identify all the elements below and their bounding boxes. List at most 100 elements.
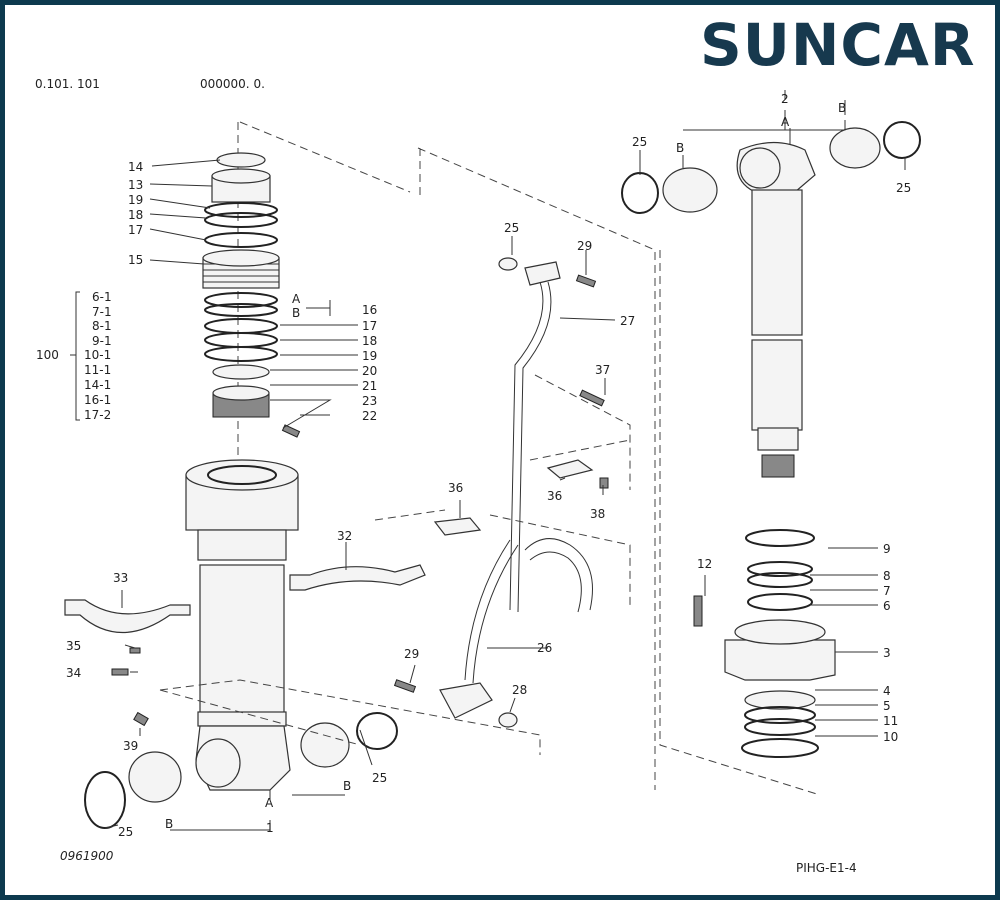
callout-29-lower: 29 bbox=[404, 647, 419, 661]
callout-3: 3 bbox=[883, 646, 891, 660]
kit-item-6: 11-1 bbox=[84, 363, 111, 377]
part-18-ring bbox=[204, 212, 278, 228]
callout-B-lower-left: B bbox=[165, 817, 173, 831]
callout-36-upper: 36 bbox=[547, 489, 562, 503]
callout-37: 37 bbox=[595, 363, 610, 377]
part-26-pipe bbox=[464, 539, 519, 684]
header-text-left: 0.101. 101 bbox=[35, 77, 100, 91]
kit-item-5: 10-1 bbox=[84, 348, 111, 362]
part-25-seal-lower-right bbox=[356, 712, 398, 750]
part-10-ring bbox=[741, 738, 819, 758]
barrel-bore bbox=[207, 465, 277, 485]
pipe-assembly bbox=[159, 257, 631, 755]
callout-38: 38 bbox=[590, 507, 605, 521]
callout-33: 33 bbox=[113, 571, 128, 585]
part-18b-ring bbox=[204, 332, 278, 348]
kit-item-3: 8-1 bbox=[92, 319, 112, 333]
callout-B-seal: B bbox=[292, 306, 300, 320]
callout-35: 35 bbox=[66, 639, 81, 653]
kit-item-8: 16-1 bbox=[84, 393, 111, 407]
part-B-bushing-lower-right bbox=[300, 722, 350, 768]
part-25-oring-upper bbox=[498, 257, 518, 271]
drawing-number: 0961900 bbox=[60, 849, 114, 863]
callout-B-upper-left: B bbox=[676, 141, 684, 155]
part-7-ring bbox=[747, 572, 813, 588]
callout-21: 21 bbox=[362, 379, 377, 393]
part-27-flange bbox=[524, 261, 561, 286]
callout-17b: 17 bbox=[362, 319, 377, 333]
dashed-guide-right bbox=[659, 250, 821, 796]
part-36-clamp-lower bbox=[433, 517, 482, 536]
part-21-top bbox=[212, 385, 270, 401]
callout-B-lower-right: B bbox=[343, 779, 351, 793]
kit-item-1: 6-1 bbox=[92, 290, 112, 304]
callout-25-upper-left: 25 bbox=[632, 135, 647, 149]
part-9-ring bbox=[745, 529, 815, 547]
part-32-clamp bbox=[289, 564, 426, 591]
part-14-ring bbox=[216, 152, 266, 168]
callout-8: 8 bbox=[883, 569, 891, 583]
part-19b-ring bbox=[204, 346, 278, 362]
part-8-ring bbox=[747, 561, 813, 577]
part-11-ring bbox=[744, 718, 816, 736]
suncar-logo: SUNCAR bbox=[700, 10, 990, 80]
header-text-right: 000000. 0. bbox=[200, 77, 265, 91]
callout-4: 4 bbox=[883, 684, 891, 698]
callout-32: 32 bbox=[337, 529, 352, 543]
callout-A-upper: A bbox=[781, 115, 790, 129]
cylinder-barrel bbox=[185, 459, 299, 791]
callout-25-lower-right: 25 bbox=[372, 771, 387, 785]
rod-lower bbox=[751, 339, 803, 431]
callout-25-lower-left: 25 bbox=[118, 825, 133, 839]
part-15-top bbox=[202, 249, 280, 267]
kit-number: 100 bbox=[36, 348, 59, 362]
callout-18: 18 bbox=[128, 208, 143, 222]
part-B-bushing-upper-right bbox=[829, 127, 881, 169]
part-39-fitting bbox=[133, 711, 149, 727]
rod-upper bbox=[751, 189, 803, 336]
callout-34: 34 bbox=[66, 666, 81, 680]
part-25-seal-upper-left bbox=[621, 172, 659, 214]
rod-thread-end bbox=[761, 454, 795, 478]
callout-15: 15 bbox=[128, 253, 143, 267]
part-33-clamp bbox=[64, 599, 191, 633]
part-20-washer bbox=[212, 364, 270, 380]
callout-22: 22 bbox=[362, 409, 377, 423]
callout-14: 14 bbox=[128, 160, 143, 174]
callout-36-lower: 36 bbox=[448, 481, 463, 495]
callout-B-upper-right: B bbox=[838, 101, 846, 115]
part-17-ring bbox=[204, 232, 278, 248]
callout-18b: 18 bbox=[362, 334, 377, 348]
callout-25-upper-right: 25 bbox=[896, 181, 911, 195]
callout-5: 5 bbox=[883, 699, 891, 713]
part-28-oring bbox=[498, 712, 518, 728]
callout-11: 11 bbox=[883, 714, 898, 728]
callout-6: 6 bbox=[883, 599, 891, 613]
part-34-bolt bbox=[111, 668, 129, 676]
callout-7: 7 bbox=[883, 584, 891, 598]
dashed-guide-left bbox=[237, 121, 656, 790]
piston-stack bbox=[202, 152, 301, 438]
part-16-ring-a bbox=[204, 292, 278, 308]
rod-eye-bore bbox=[739, 147, 781, 189]
kit-item-7: 14-1 bbox=[84, 378, 111, 392]
callout-12: 12 bbox=[697, 557, 712, 571]
callout-19b: 19 bbox=[362, 349, 377, 363]
pipe-bend bbox=[524, 538, 593, 613]
callout-27: 27 bbox=[620, 314, 635, 328]
callout-29-upper: 29 bbox=[577, 239, 592, 253]
kit-item-9: 17-2 bbox=[84, 408, 111, 422]
callout-2: 2 bbox=[781, 92, 789, 106]
rod-assembly bbox=[621, 121, 921, 758]
callout-39: 39 bbox=[123, 739, 138, 753]
callout-28: 28 bbox=[512, 683, 527, 697]
part-12-bolt bbox=[693, 595, 703, 627]
part-1-eye-bore bbox=[195, 738, 241, 788]
part-3-rod-head bbox=[724, 639, 836, 681]
callout-9: 9 bbox=[883, 542, 891, 556]
part-13-top bbox=[211, 168, 271, 184]
barrel-flange-top bbox=[185, 459, 299, 491]
barrel-tube bbox=[199, 564, 285, 716]
part-19-ring bbox=[204, 202, 278, 218]
